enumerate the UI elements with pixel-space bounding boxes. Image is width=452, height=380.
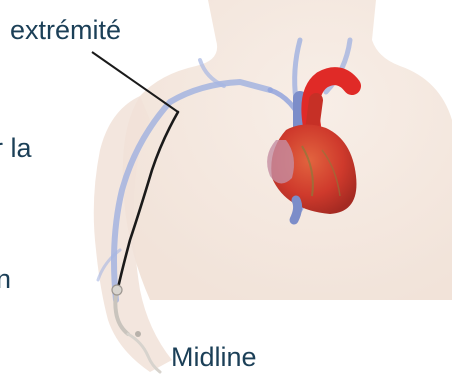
cut-off-text-1: r la	[0, 135, 32, 162]
cut-off-text-2: n	[0, 266, 11, 293]
catheter-connector	[135, 331, 141, 337]
tip-label: extrémité	[10, 17, 121, 44]
catheter-clamp	[112, 285, 122, 295]
midline-label: Midline	[171, 344, 257, 371]
